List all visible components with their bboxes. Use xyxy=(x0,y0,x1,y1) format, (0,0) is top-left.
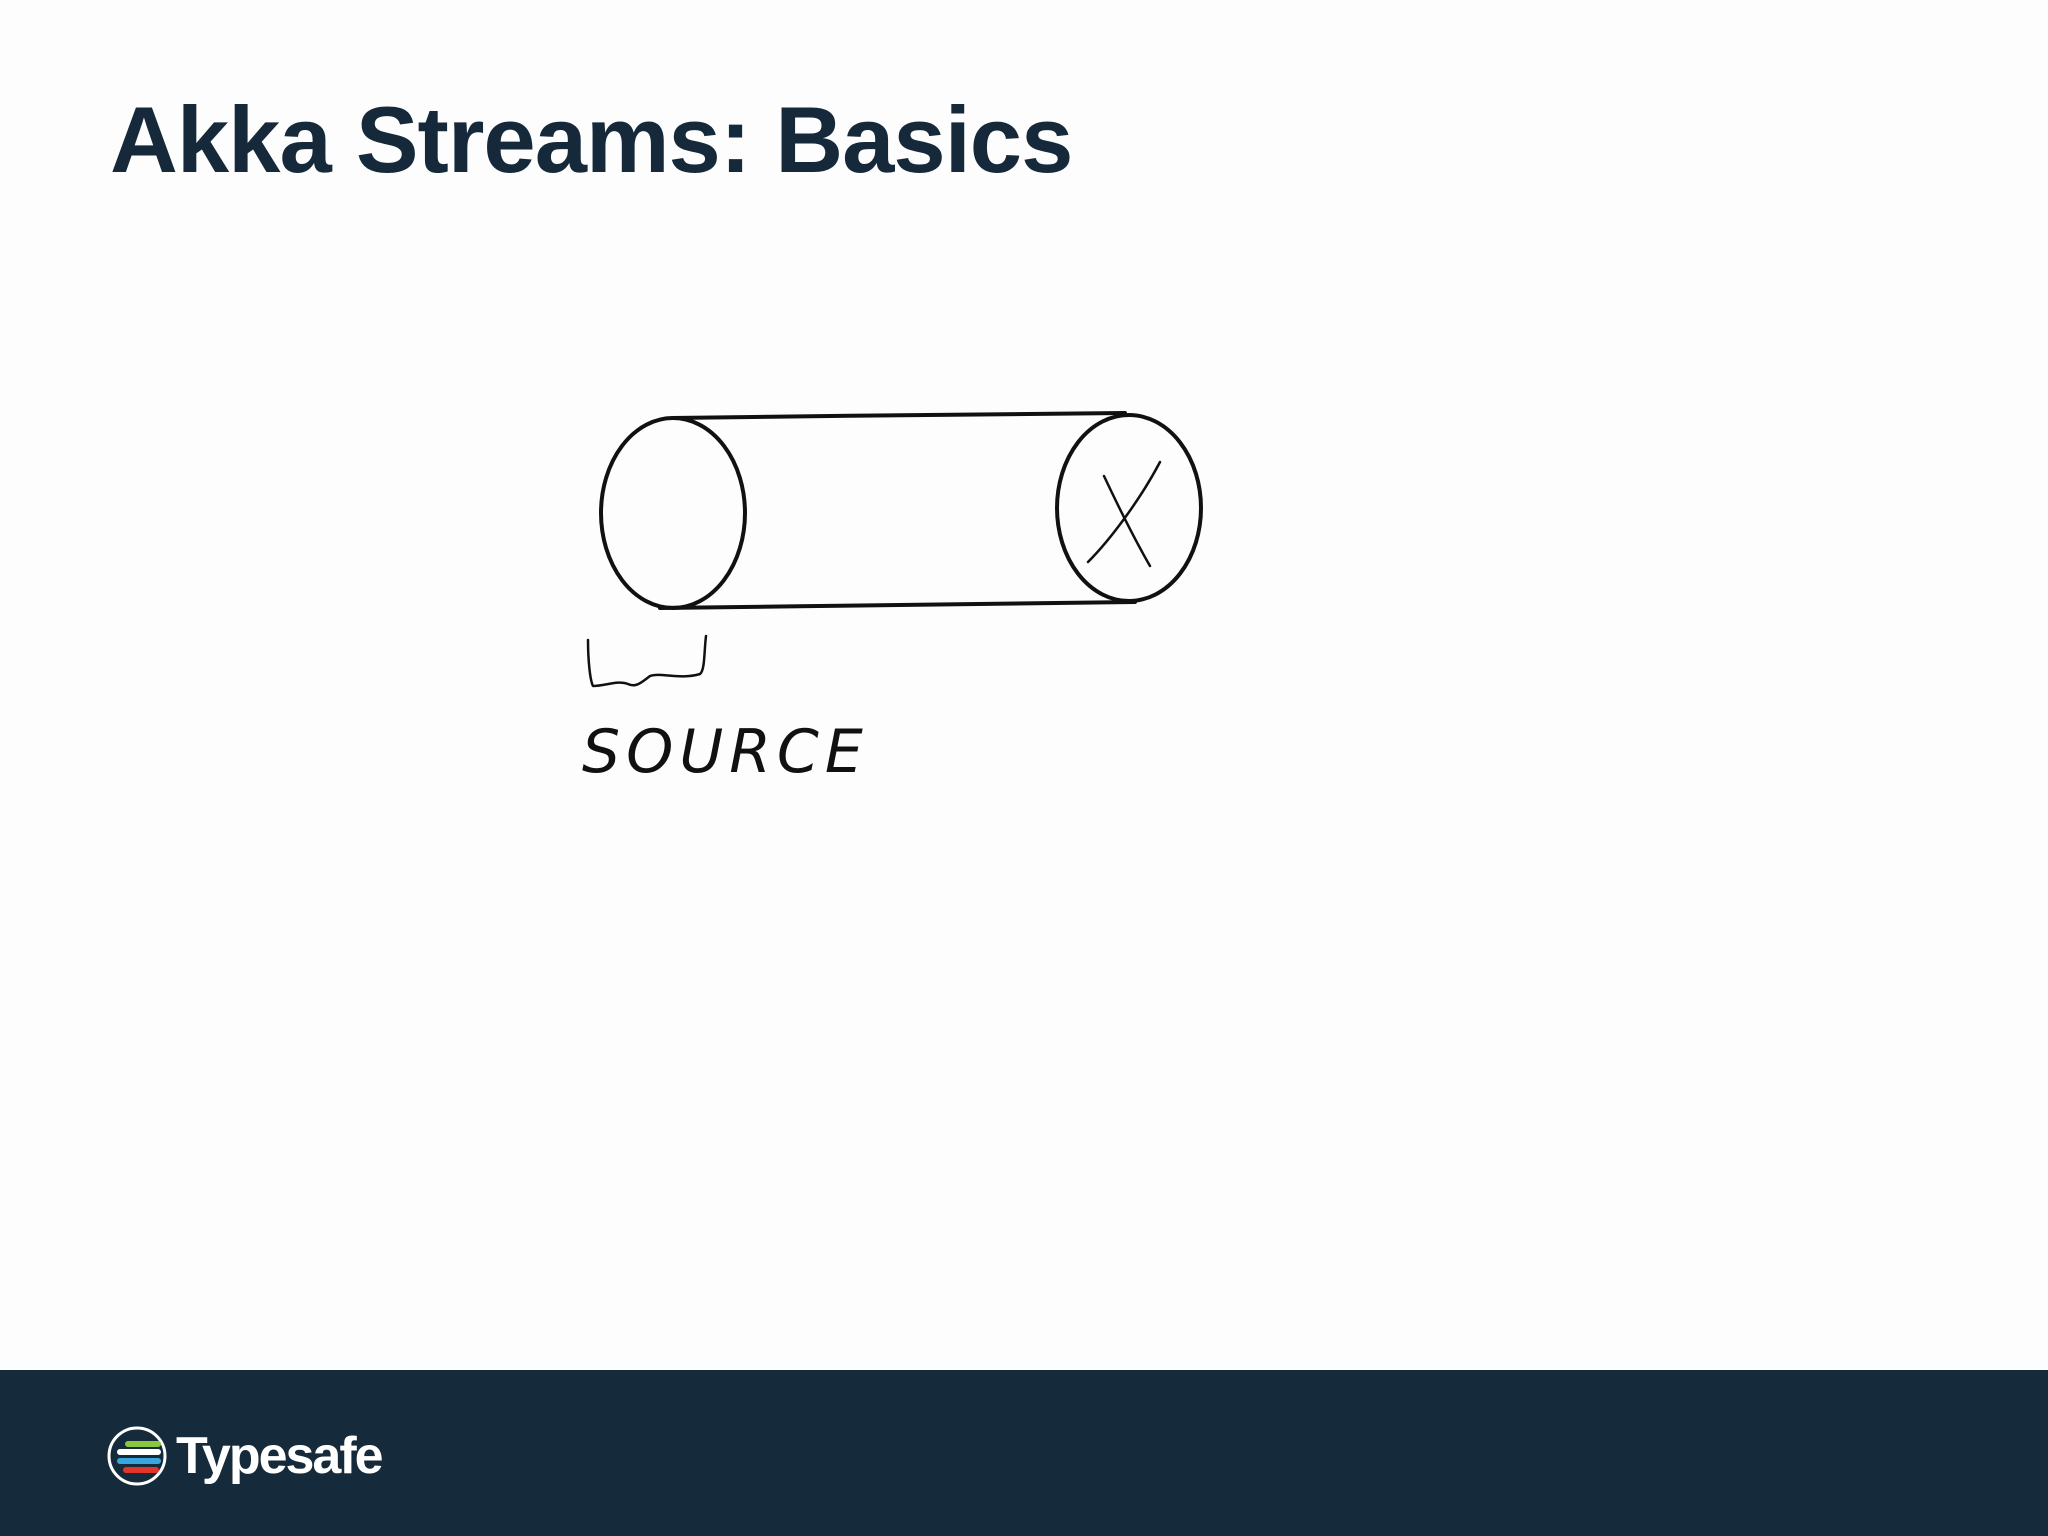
typesafe-logo-icon xyxy=(107,1426,167,1486)
sink-end-ellipse xyxy=(1055,413,1203,603)
source-brace xyxy=(586,634,708,688)
brand-name: Typesafe xyxy=(176,1427,384,1485)
x-mark-stroke-2 xyxy=(1086,460,1162,564)
x-mark-stroke-1 xyxy=(1102,474,1152,568)
stream-diagram: SOURCE xyxy=(582,411,1203,787)
footer-bar xyxy=(0,1370,2048,1536)
cylinder-top-edge xyxy=(670,411,1127,420)
cylinder-bottom-edge xyxy=(658,600,1137,610)
source-label: SOURCE xyxy=(582,717,869,787)
slide-title: Akka Streams: Basics xyxy=(110,87,1073,192)
source-end-ellipse xyxy=(599,416,747,610)
brand-logo: Typesafe xyxy=(106,1424,384,1488)
